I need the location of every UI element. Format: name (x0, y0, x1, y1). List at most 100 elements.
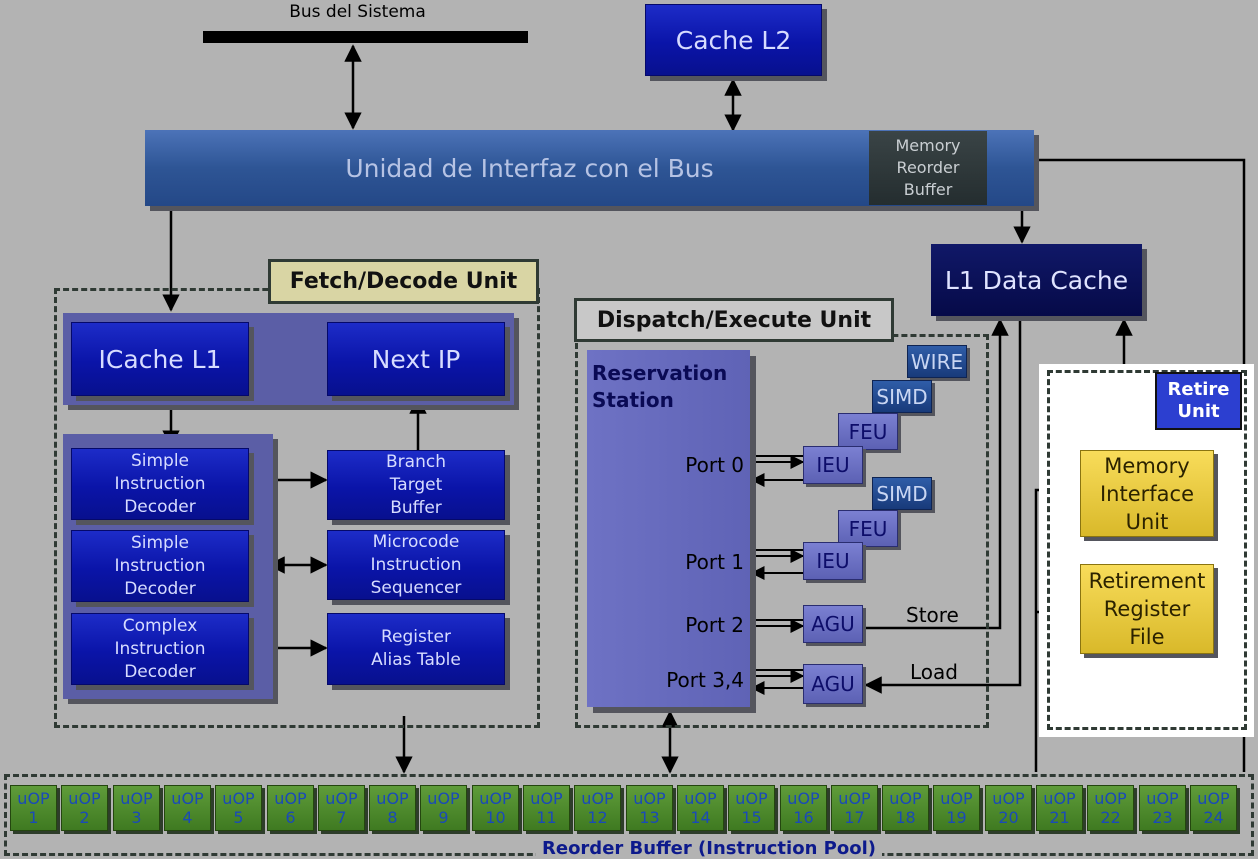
uop-label: uOP (992, 789, 1025, 808)
mis-line2: Instruction (370, 554, 462, 575)
dec3-line1: Complex (122, 615, 198, 636)
uop-number: 13 (639, 808, 660, 827)
l1-data-cache-box: L1 Data Cache (931, 244, 1142, 316)
feu-unit-port1: FEU (838, 510, 898, 547)
simple-decoder-2: Simple Instruction Decoder (71, 530, 249, 602)
uop-number: 15 (741, 808, 762, 827)
cache-l2-box: Cache L2 (645, 4, 822, 76)
ieu-unit-port1: IEU (803, 542, 863, 580)
microcode-sequencer: Microcode Instruction Sequencer (327, 530, 505, 600)
next-ip-box: Next IP (327, 322, 505, 396)
uop-number: 22 (1100, 808, 1121, 827)
uop-number: 4 (182, 808, 193, 827)
retire-unit-frame (1047, 370, 1247, 730)
uop-number: 24 (1203, 808, 1224, 827)
uop-number: 11 (536, 808, 557, 827)
rrf-line1: Retirement (1088, 569, 1206, 593)
mrob-line1: Memory (895, 136, 961, 155)
retire-title-line2: Unit (1177, 401, 1220, 422)
uop-number: 9 (438, 808, 449, 827)
simd-unit-port1: SIMD (872, 477, 932, 510)
uop-label: uOP (427, 789, 460, 808)
dec2-line1: Simple (130, 532, 190, 553)
uop-label: uOP (889, 789, 922, 808)
reservation-station: Reservation Station Port 0 Port 1 Port 2… (587, 350, 750, 707)
dec2-line2: Instruction (114, 555, 206, 576)
uop-label: uOP (479, 789, 512, 808)
retire-title-line1: Retire (1167, 379, 1230, 400)
reservation-line1: Reservation (592, 361, 728, 385)
simd-unit-port0: SIMD (872, 380, 932, 413)
memory-reorder-buffer: Memory Reorder Buffer (869, 131, 987, 205)
feu-unit-port0: FEU (838, 413, 898, 450)
uop-number: 2 (79, 808, 90, 827)
uop-label: uOP (1043, 789, 1076, 808)
port-1-label: Port 1 (685, 550, 744, 574)
system-bus-bar (203, 31, 528, 43)
uop-number: 7 (336, 808, 347, 827)
reorder-buffer-label: Reorder Buffer (Instruction Pool) (536, 838, 882, 859)
uop-number: 20 (998, 808, 1019, 827)
uop-number: 12 (587, 808, 608, 827)
uop-label: uOP (376, 789, 409, 808)
dec1-line1: Simple (130, 450, 190, 471)
uop-number: 5 (233, 808, 244, 827)
complex-decoder: Complex Instruction Decoder (71, 613, 249, 685)
reservation-title: Reservation Station (592, 360, 727, 414)
uop-label: uOP (274, 789, 307, 808)
rat-line2: Alias Table (371, 650, 461, 670)
uop-number: 21 (1049, 808, 1070, 827)
uop-label: uOP (940, 789, 973, 808)
uop-number: 10 (485, 808, 506, 827)
uop-label: uOP (17, 789, 50, 808)
uop-number: 23 (1152, 808, 1173, 827)
dec1-line2: Instruction (114, 473, 206, 494)
dec3-line3: Decoder (124, 661, 196, 682)
dec3-line2: Instruction (114, 638, 206, 659)
uop-label: uOP (838, 789, 871, 808)
rrf-line3: File (1129, 625, 1165, 649)
uop-label: uOP (120, 789, 153, 808)
dec2-line3: Decoder (124, 578, 196, 599)
load-label: Load (910, 660, 958, 684)
system-bus-label: Bus del Sistema (289, 2, 426, 22)
uop-number: 14 (690, 808, 711, 827)
btb-line3: Buffer (390, 497, 442, 518)
rat-line1: Register (381, 627, 451, 647)
dec1-line3: Decoder (124, 496, 196, 517)
uop-number: 3 (131, 808, 142, 827)
uop-label: uOP (1146, 789, 1179, 808)
bus-interface-label: Unidad de Interfaz con el Bus (345, 153, 714, 183)
uop-label: uOP (581, 789, 614, 808)
icache-l1-box: ICache L1 (71, 322, 249, 396)
uop-label: uOP (735, 789, 768, 808)
uop-label: uOP (325, 789, 358, 808)
uop-label: uOP (787, 789, 820, 808)
miu-line1: Memory (1104, 453, 1190, 478)
uop-label: uOP (222, 789, 255, 808)
uop-number: 8 (387, 808, 398, 827)
miu-line2: Interface (1099, 481, 1195, 506)
retirement-register-file: Retirement Register File (1080, 564, 1214, 654)
uop-label: uOP (684, 789, 717, 808)
